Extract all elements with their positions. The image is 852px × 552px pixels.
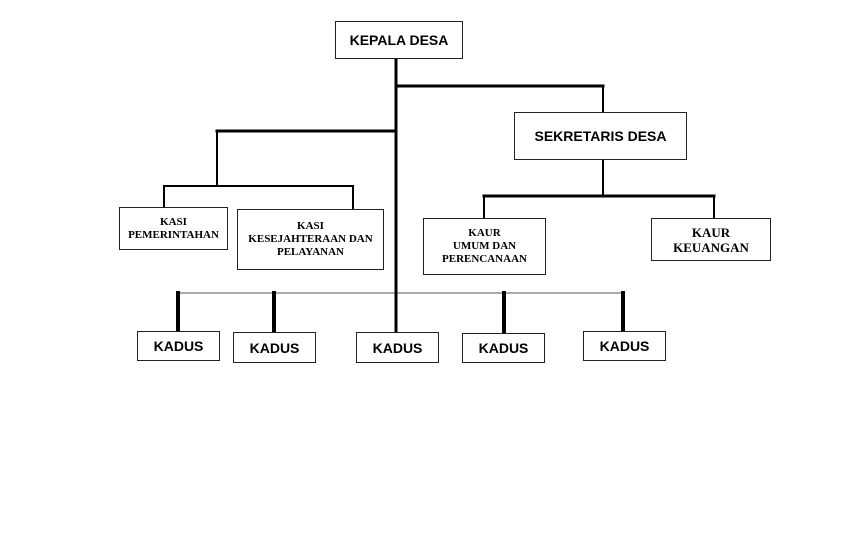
sekretaris-desa-box: SEKRETARIS DESA — [514, 112, 687, 160]
kepala-desa-box: KEPALA DESA — [335, 21, 463, 59]
kadus-box-4: KADUS — [462, 333, 545, 363]
kadus-label-1: KADUS — [153, 338, 204, 354]
kadus-box-1: KADUS — [137, 331, 220, 361]
kaur-keuangan-box: KAUR KEUANGAN — [651, 218, 771, 261]
kaur-keuangan-label: KAUR KEUANGAN — [673, 224, 749, 255]
kepala-desa-label: KEPALA DESA — [349, 32, 449, 48]
kadus-label-5: KADUS — [599, 338, 650, 354]
kadus-label-4: KADUS — [478, 340, 529, 356]
kadus-label-2: KADUS — [249, 339, 300, 356]
kasi-kesejahteraan-label: KASI KESEJAHTERAAN DAN PELAYANAN — [248, 220, 373, 258]
kadus-box-2: KADUS — [233, 332, 316, 363]
sekretaris-desa-label: SEKRETARIS DESA — [534, 128, 667, 144]
kadus-box-5: KADUS — [583, 331, 666, 361]
kaur-umum-label: KAUR UMUM DAN PERENCANAAN — [442, 227, 527, 265]
kasi-kesejahteraan-box: KASI KESEJAHTERAAN DAN PELAYANAN — [237, 209, 384, 270]
kasi-pemerintahan-box: KASI PEMERINTAHAN — [119, 207, 228, 250]
kadus-box-3: KADUS — [356, 332, 439, 363]
kadus-label-3: KADUS — [372, 339, 423, 356]
kaur-umum-box: KAUR UMUM DAN PERENCANAAN — [423, 218, 546, 275]
kasi-pemerintahan-label: KASI PEMERINTAHAN — [128, 215, 219, 241]
